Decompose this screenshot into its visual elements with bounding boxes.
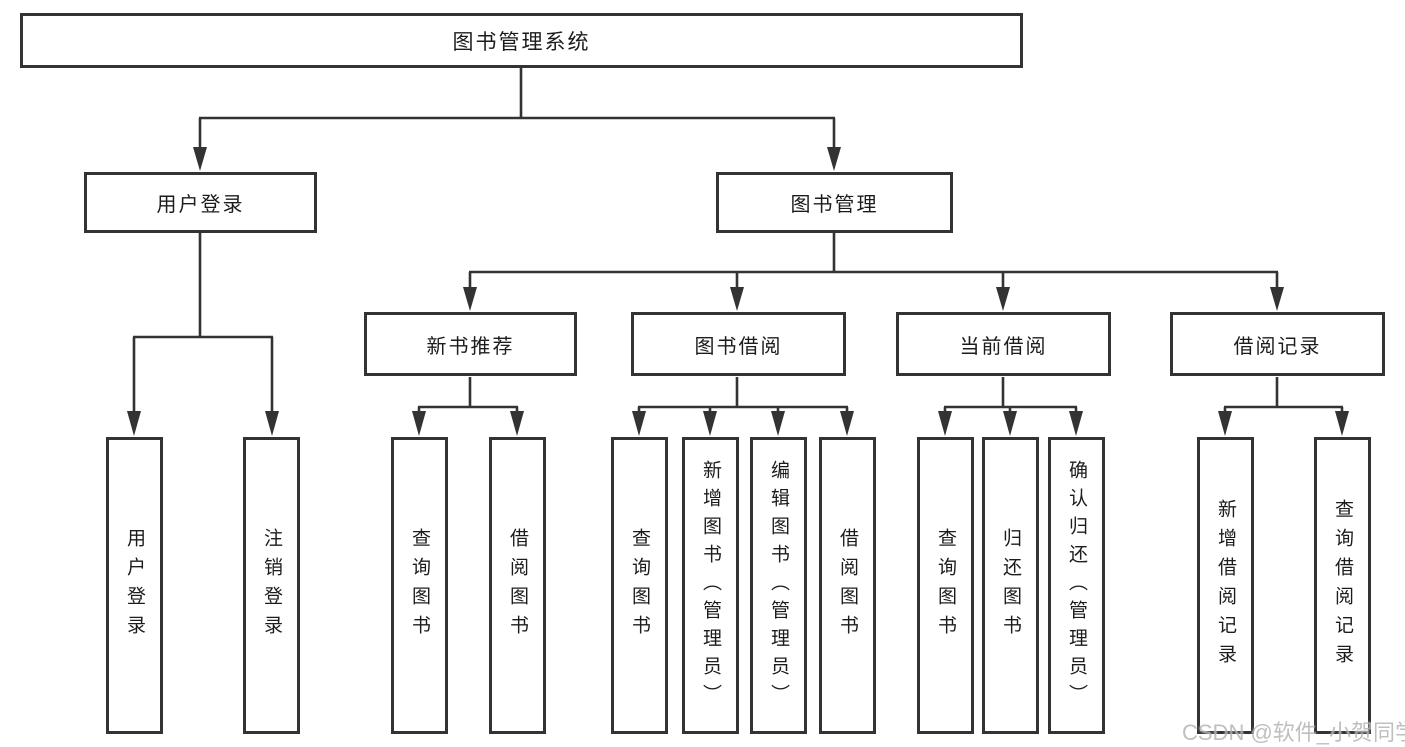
connector-book-mgmt-to-level3 [468,233,1279,288]
node-label: 图书管理系统 [452,30,591,54]
connector-borrow-records-branch [1223,377,1344,413]
node-book-borrowing: 图书借阅 [631,312,846,376]
arrow-down-icon [1069,411,1083,436]
node-label: 新增图书（管理员） [700,459,721,712]
node-leaf-query-books: 查询图书 [917,437,974,734]
connector-current-borrow-branch [943,377,1078,413]
arrow-down-icon [840,411,854,436]
node-label: 当前借阅 [959,335,1048,358]
node-leaf-user-login: 用户登录 [106,437,163,734]
connector-book-borrow-branch [637,377,849,413]
node-label: 用户登录 [156,194,245,216]
node-leaf-query-books: 查询图书 [391,437,448,734]
node-leaf-logout: 注销登录 [243,437,300,734]
node-new-book-recommendation: 新书推荐 [364,312,577,376]
arrowheads [127,147,1349,436]
csdn-watermark: CSDN @软件_小贺同学 [1182,720,1405,745]
arrow-down-icon [127,411,141,436]
arrow-down-icon [730,287,744,311]
node-label: 查询图书 [935,527,956,644]
node-label: 查询图书 [629,527,650,644]
arrow-down-icon [827,147,841,171]
node-book-management-module: 图书管理 [716,172,953,233]
arrow-down-icon [1003,411,1017,436]
node-user-login-module: 用户登录 [84,172,317,233]
arrow-down-icon [938,411,952,436]
arrow-down-icon [193,147,207,171]
arrow-down-icon [265,411,279,436]
arrow-down-icon [996,287,1010,311]
node-label: 注销登录 [261,527,282,644]
connector-new-book-branch [417,377,519,413]
node-leaf-add-books-admin: 新增图书（管理员） [682,437,739,734]
node-label: 查询图书 [409,527,430,644]
node-leaf-return-books: 归还图书 [982,437,1039,734]
node-label: 查询借阅记录 [1332,498,1353,673]
node-label: 图书借阅 [694,335,783,358]
arrow-down-icon [1335,411,1349,436]
connector-root-to-level2 [198,68,836,150]
arrow-down-icon [412,411,426,436]
node-label: 借阅记录 [1233,335,1322,358]
node-borrowing-records: 借阅记录 [1170,312,1385,376]
node-leaf-query-books: 查询图书 [611,437,668,734]
arrow-down-icon [510,411,524,436]
node-label: 借阅图书 [507,527,528,644]
node-leaf-borrow-books: 借阅图书 [489,437,546,734]
node-label: 归还图书 [1000,527,1021,644]
node-leaf-confirm-return-admin: 确认归还（管理员） [1048,437,1105,734]
node-label: 用户登录 [124,527,145,644]
node-label: 借阅图书 [837,527,858,644]
node-leaf-edit-books-admin: 编辑图书（管理员） [750,437,807,734]
node-label: 编辑图书（管理员） [768,459,789,712]
arrow-down-icon [632,411,646,436]
node-leaf-add-borrow-record: 新增借阅记录 [1197,437,1254,734]
connector-user-login-branch [132,233,274,413]
node-label: 图书管理 [790,194,879,216]
node-current-borrowing: 当前借阅 [896,312,1111,376]
node-leaf-borrow-books: 借阅图书 [819,437,876,734]
arrow-down-icon [1218,411,1232,436]
node-label: 新书推荐 [426,335,515,358]
node-leaf-query-borrow-record: 查询借阅记录 [1314,437,1371,734]
node-label: 新增借阅记录 [1215,498,1236,673]
node-library-management-system: 图书管理系统 [20,13,1023,68]
arrow-down-icon [463,287,477,311]
arrow-down-icon [771,411,785,436]
node-label: 确认归还（管理员） [1066,459,1087,712]
arrow-down-icon [703,411,717,436]
arrow-down-icon [1270,287,1284,311]
